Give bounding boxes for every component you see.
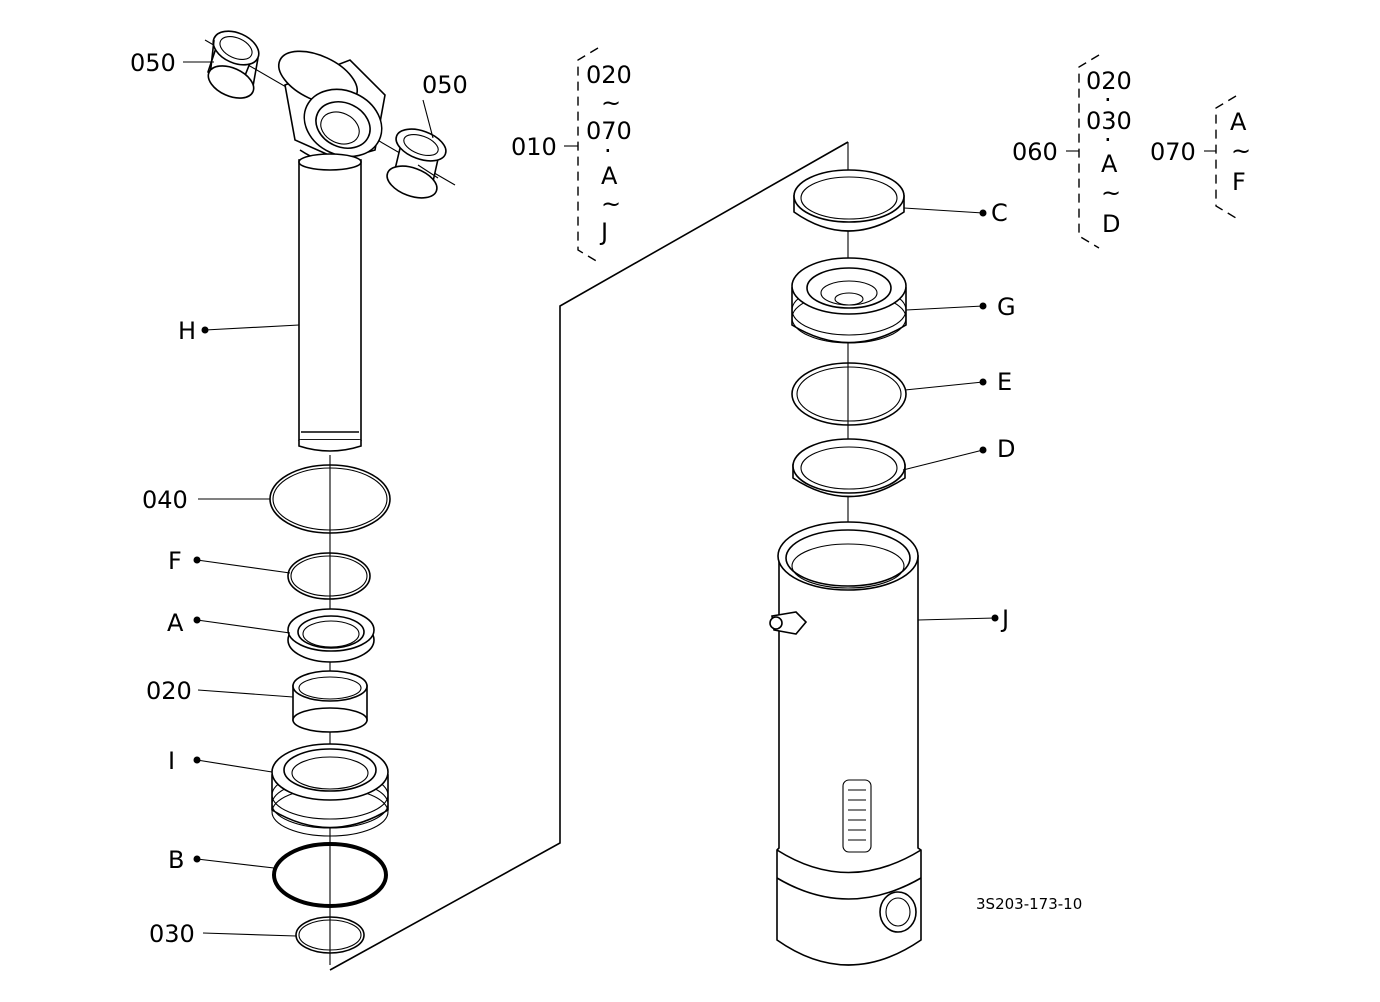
label-j: J [1000,605,1009,633]
part-c-ring [793,169,905,232]
bracket-060-line-2: · [1104,86,1112,114]
bracket-010: 010 020 ~ 070 · A ~ J [511,47,632,263]
part-050-left-bushing [207,30,260,99]
part-f-ring [287,552,371,600]
part-d-ring [792,438,906,498]
bracket-070-label: 070 [1150,138,1196,166]
part-b-o-ring [272,842,388,908]
bracket-010-line-1: 020 [586,61,632,89]
part-030-ring [295,916,365,954]
label-c: C [991,199,1008,227]
part-020-bushing [292,670,368,733]
label-f: F [168,547,182,575]
label-a: A [167,609,184,637]
label-d: D [997,435,1015,463]
label-g: G [997,293,1016,321]
bracket-060-line-3: 030 [1086,107,1132,135]
bracket-010-line-2: ~ [601,89,621,117]
bracket-010-line-5: A [601,162,618,190]
bracket-070-line-1: A [1230,108,1247,136]
label-i: I [168,747,175,775]
bracket-060-line-1: 020 [1086,67,1132,95]
label-020: 020 [146,677,192,705]
part-g-piston [791,257,907,344]
bracket-010-line-6: ~ [601,190,621,218]
label-030: 030 [149,920,195,948]
bracket-010-label: 010 [511,133,557,161]
rod-eye [278,50,386,166]
label-050-right: 050 [422,71,468,99]
bracket-010-line-3: 070 [586,117,632,145]
bracket-070: 070 A ~ F [1150,95,1251,219]
label-050-left: 050 [130,49,176,77]
bracket-060-line-4: · [1104,126,1112,154]
part-j-cylinder-tube [769,521,922,966]
drawing-code: 3S203-173-10 [976,895,1082,913]
callout-labels: 050 050 H 040 F A 020 I B 030 C G E D J [130,49,1016,948]
label-e: E [997,368,1012,396]
bracket-060-label: 060 [1012,138,1058,166]
sheet-outline [329,141,849,971]
part-i-gland [271,743,389,837]
bracket-060-line-5: A [1101,150,1118,178]
part-e-ring [791,362,907,426]
bracket-070-line-2: ~ [1231,137,1251,165]
label-040: 040 [142,486,188,514]
part-a-seal [287,608,375,663]
bracket-010-line-7: J [599,218,608,246]
part-050-right-bushing [386,128,447,199]
label-h: H [178,317,196,345]
bracket-060-line-6: ~ [1101,179,1121,207]
bracket-010-line-4: · [604,137,612,165]
bracket-060-line-7: D [1102,210,1120,238]
leader-lines [183,61,999,937]
bracket-070-line-3: F [1232,168,1246,196]
bracket-060: 060 020 · 030 · A ~ D [1012,54,1132,249]
part-h-piston-rod [298,153,362,965]
label-b: B [168,846,184,874]
